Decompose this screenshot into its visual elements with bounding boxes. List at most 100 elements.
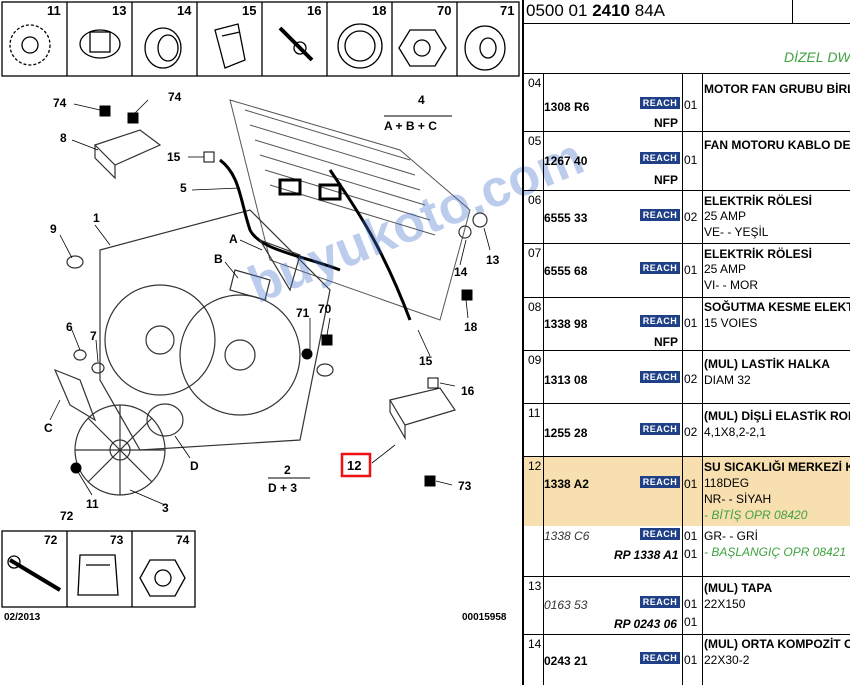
radiator	[229, 99, 471, 321]
part-qty: 01	[684, 153, 698, 167]
reach-badge: REACH	[640, 97, 680, 109]
part-qty: 01	[684, 597, 698, 611]
part-ref[interactable]: 6555 68	[544, 264, 588, 278]
svg-text:73: 73	[458, 479, 472, 493]
part-ref[interactable]: 1313 08	[544, 373, 588, 387]
svg-text:74: 74	[168, 90, 182, 104]
svg-text:C: C	[44, 421, 53, 435]
part-ref[interactable]: 1338 A2	[544, 477, 589, 491]
leader-lines	[49, 99, 491, 506]
replacement-qty: 01	[684, 615, 698, 629]
ecu-module	[93, 129, 456, 441]
col-divider	[543, 351, 544, 403]
part-desc: (MUL) ORTA KOMPOZİT C	[704, 637, 850, 651]
part-ref[interactable]: 1255 28	[544, 426, 588, 440]
part-row[interactable]: 08 1338 98 REACH 01 NFP SOĞUTMA KESME EL…	[524, 298, 850, 351]
svg-text:2: 2	[284, 463, 291, 477]
callout-12-highlight[interactable]	[340, 452, 372, 478]
part-row[interactable]: 07 6555 68 REACH 01 ELEKTRİK RÖLESİ 25 A…	[524, 244, 850, 298]
col-divider	[682, 132, 683, 190]
svg-text:70: 70	[318, 302, 332, 316]
part-ref[interactable]: 6555 33	[544, 211, 588, 225]
svg-text:18: 18	[464, 320, 478, 334]
part-ref[interactable]: 1338 98	[544, 317, 588, 331]
part-row[interactable]: 04 1308 R6 REACH 01 NFP MOTOR FAN GRUBU …	[524, 74, 850, 132]
col-divider	[543, 191, 544, 243]
part-spec: DIAM 32	[704, 373, 751, 387]
col-divider	[702, 635, 703, 685]
part-spec: 22X150	[704, 597, 746, 611]
col-divider	[543, 635, 544, 685]
svg-text:15: 15	[242, 3, 256, 18]
reach-badge: REACH	[640, 476, 680, 488]
part-desc: ELEKTRİK RÖLESİ	[704, 247, 813, 261]
col-divider	[702, 457, 703, 526]
col-divider	[702, 526, 703, 576]
svg-text:5: 5	[180, 181, 187, 195]
nfp-flag: NFP	[654, 173, 678, 187]
header-rule-2	[524, 73, 850, 74]
row-index: 12	[528, 459, 542, 473]
col-divider	[543, 577, 544, 634]
row-index: 05	[528, 134, 542, 148]
part-ref-alt[interactable]: 1338 C6	[544, 529, 590, 543]
part-row-selected[interactable]: 12 1338 A2 REACH 01 SU SICAKLIĞI MERKEZİ…	[524, 457, 850, 526]
svg-text:16: 16	[461, 384, 475, 398]
svg-text:15: 15	[419, 354, 433, 368]
part-ref[interactable]: 0163 53	[544, 598, 588, 612]
svg-text:D + 3: D + 3	[268, 481, 297, 495]
group-subtitle: DİZEL DW	[784, 49, 850, 65]
svg-text:12: 12	[347, 458, 361, 473]
svg-text:16: 16	[307, 3, 321, 18]
part-row[interactable]: 09 1313 08 REACH 02 (MUL) LASTİK HALKA D…	[524, 351, 850, 404]
part-desc: (MUL) DİŞLİ ELASTİK RON	[704, 409, 850, 423]
part-color: VI- - MOR	[704, 278, 758, 292]
svg-text:9: 9	[50, 222, 57, 236]
part-code-header: 0500 01 2410 84A	[526, 0, 665, 22]
part-row[interactable]: 11 1255 28 REACH 02 (MUL) DİŞLİ ELASTİK …	[524, 404, 850, 457]
part-ref[interactable]: 0243 21	[544, 654, 588, 668]
part-desc: SOĞUTMA KESME ELEKT	[704, 300, 850, 314]
reach-badge: REACH	[640, 652, 680, 664]
part-code-bold: 2410	[592, 1, 631, 20]
part-color: VE- - YEŞİL	[704, 225, 769, 239]
part-qty: 01	[684, 653, 698, 667]
svg-text:4: 4	[418, 93, 425, 107]
col-divider	[702, 577, 703, 634]
row-index: 07	[528, 246, 542, 260]
svg-text:74: 74	[53, 96, 67, 110]
part-row[interactable]: 06 6555 33 REACH 02 ELEKTRİK RÖLESİ 25 A…	[524, 191, 850, 244]
reach-badge: REACH	[640, 262, 680, 274]
svg-text:A: A	[229, 232, 238, 246]
callout-markers	[70, 105, 473, 487]
svg-text:1: 1	[93, 211, 100, 225]
reach-badge: REACH	[640, 596, 680, 608]
part-spec: 22X30-2	[704, 653, 750, 667]
part-qty: 01	[684, 98, 698, 112]
row-index: 06	[528, 193, 542, 207]
part-qty: 01	[684, 316, 698, 330]
part-row-alt[interactable]: 1338 C6 REACH 01 RP 1338 A1 01 GR- - GRİ…	[524, 526, 850, 577]
footer-code: 00015958	[462, 612, 507, 623]
part-row[interactable]: 05 1267 40 REACH 01 NFP FAN MOTORU KABLO…	[524, 132, 850, 191]
col-divider	[543, 244, 544, 297]
part-row[interactable]: 13 0163 53 REACH 01 RP 0243 06 01 (MUL) …	[524, 577, 850, 635]
col-divider	[702, 298, 703, 350]
part-ref[interactable]: 1308 R6	[544, 100, 590, 114]
svg-text:3: 3	[162, 501, 169, 515]
thumbnail-labels-top: 11 13 14 15 16 18 70 71	[47, 3, 514, 18]
part-ref[interactable]: 1267 40	[544, 154, 588, 168]
replacement-ref[interactable]: RP 0243 06	[614, 617, 677, 631]
row-index: 13	[528, 579, 542, 593]
col-divider	[702, 351, 703, 403]
svg-text:6: 6	[66, 320, 73, 334]
part-spec: 25 AMP	[704, 209, 747, 223]
svg-text:71: 71	[500, 3, 514, 18]
col-divider	[543, 132, 544, 190]
replacement-ref[interactable]: RP 1338 A1	[614, 548, 679, 562]
part-qty: 02	[684, 372, 698, 386]
part-row[interactable]: 14 0243 21 REACH 01 (MUL) ORTA KOMPOZİT …	[524, 635, 850, 685]
parts-list-panel: 0500 01 2410 84A DİZEL DW 04 1308 R6 REA…	[522, 0, 850, 685]
reach-badge: REACH	[640, 528, 680, 540]
svg-text:11: 11	[86, 497, 99, 511]
